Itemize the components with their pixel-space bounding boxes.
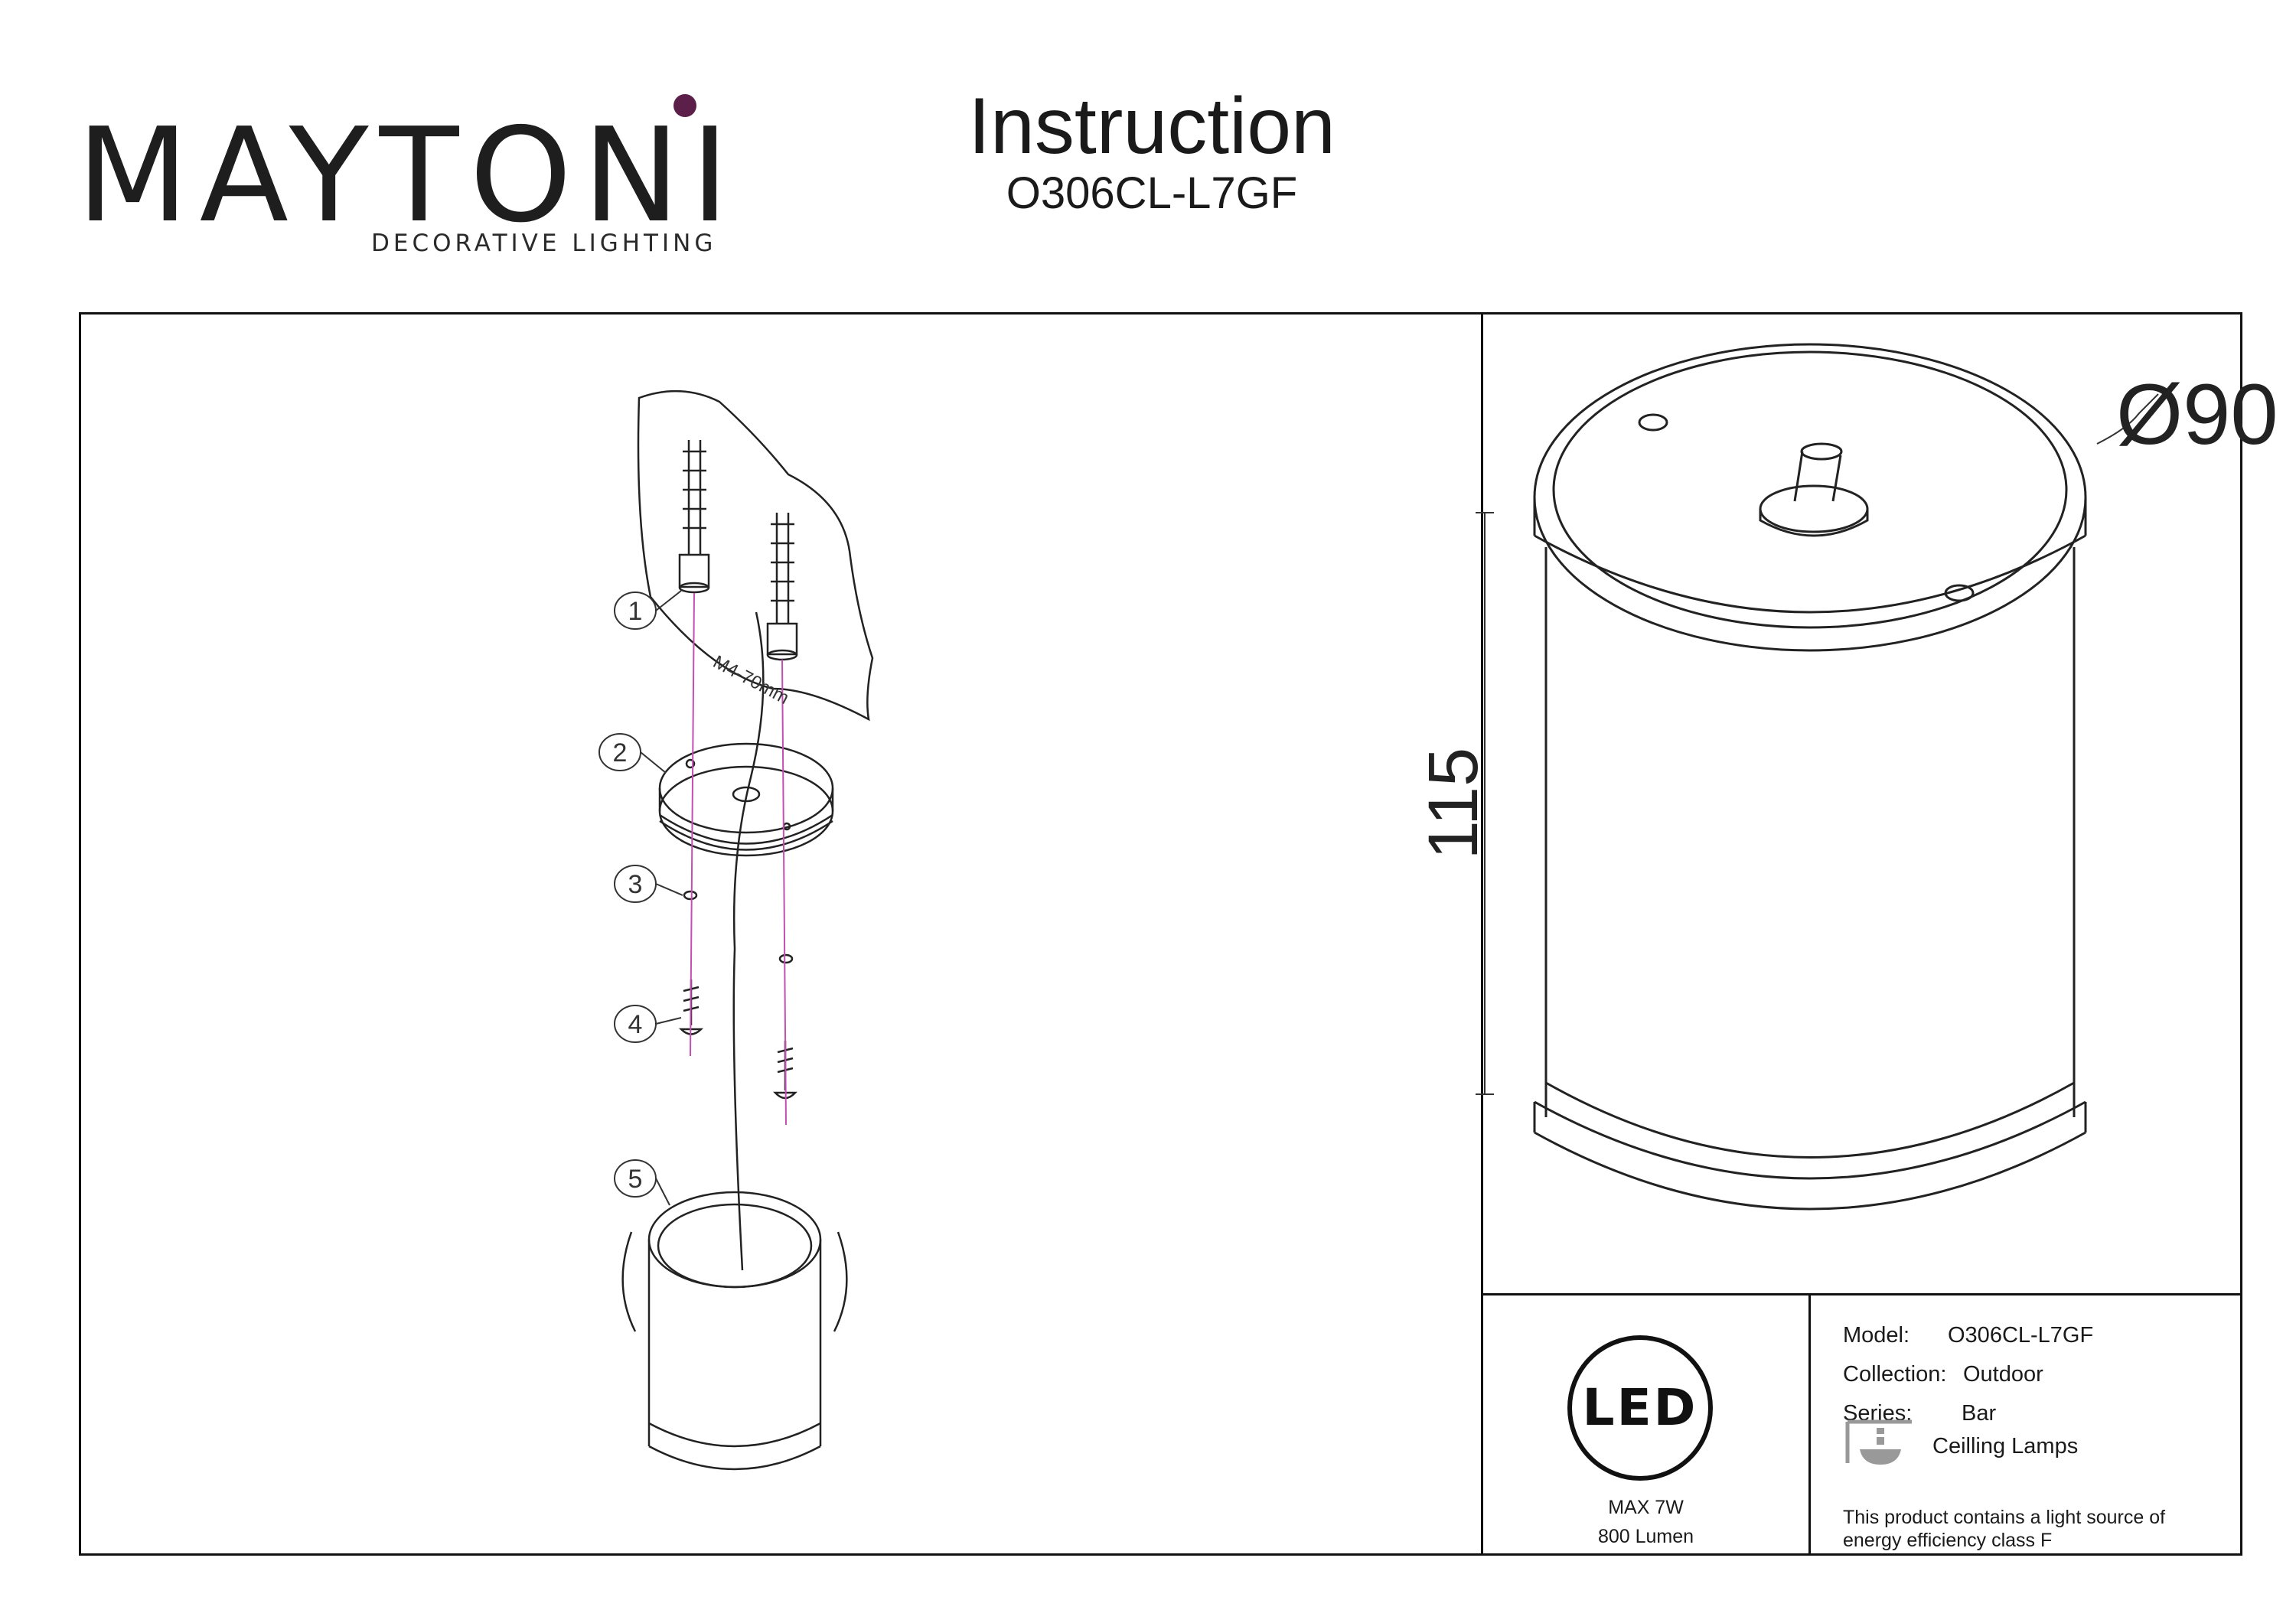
diameter-label: Ø90 <box>2116 367 2278 462</box>
luminous-flux: 800 Lumen <box>1597 1526 1694 1547</box>
power-cable <box>732 611 765 1271</box>
wall-plug-right <box>766 513 798 661</box>
led-badge-circle <box>1567 1335 1713 1481</box>
collection-label: Collection: <box>1843 1362 1947 1387</box>
lamp-body-sides <box>1544 547 2076 1117</box>
mounting-base <box>658 742 834 857</box>
energy-note-line-1: This product contains a light source of <box>1843 1507 2166 1528</box>
model-value: O306CL-L7GF <box>1948 1323 2094 1348</box>
lamp-top-outer <box>1533 343 2087 652</box>
step-5-label: 5 <box>628 1165 643 1194</box>
series-value: Bar <box>1962 1401 1997 1426</box>
step-3-label: 3 <box>628 870 643 899</box>
washer-right <box>778 953 794 964</box>
ceiling-lamp-icon <box>1845 1419 1912 1465</box>
frame-divider <box>1481 312 1483 1556</box>
energy-efficiency-note: This product contains a light source of … <box>1843 1506 2226 1552</box>
brand-logo: MAYTONI DECORATIVE LIGHTING <box>77 94 729 272</box>
collection-value: Outdoor <box>1963 1362 2043 1387</box>
lamp-body-cylinder <box>621 1191 848 1471</box>
step-4-label: 4 <box>628 1010 643 1039</box>
logo-accent-dot <box>673 94 696 117</box>
led-badge-text: LED <box>1582 1378 1698 1437</box>
drawing-frame <box>79 312 2242 1556</box>
logo-wordmark: MAYTONI <box>77 100 740 252</box>
dimension-diagram: 115 Ø90 <box>1414 343 2278 1211</box>
logo-tagline: DECORATIVE LIGHTING <box>371 230 717 257</box>
model-label: Model: <box>1843 1323 1910 1348</box>
power-rating: MAX 7W <box>1608 1497 1684 1518</box>
step-1-label: 1 <box>628 597 643 626</box>
height-label: 115 <box>1414 748 1492 860</box>
energy-note-line-2: energy efficiency class F <box>1843 1530 2053 1551</box>
diameter-leader-line <box>2096 393 2159 445</box>
assembly-diagram: 1 2 3 4 5 M4-70mm <box>598 389 874 1471</box>
spec-table-top-border <box>1481 1293 2242 1295</box>
category-label: Ceilling Lamps <box>1932 1434 2079 1458</box>
ceiling-section <box>637 389 874 722</box>
washer-left <box>683 890 698 901</box>
lamp-top-inner <box>1552 350 2068 629</box>
wall-plug-left <box>678 440 710 594</box>
page-model-number: O306CL-L7GF <box>1006 168 1298 218</box>
page-title: Instruction <box>968 82 1336 171</box>
alignment-guides <box>690 592 787 1126</box>
spec-table-divider <box>1808 1293 1811 1556</box>
step-2-label: 2 <box>613 738 628 768</box>
